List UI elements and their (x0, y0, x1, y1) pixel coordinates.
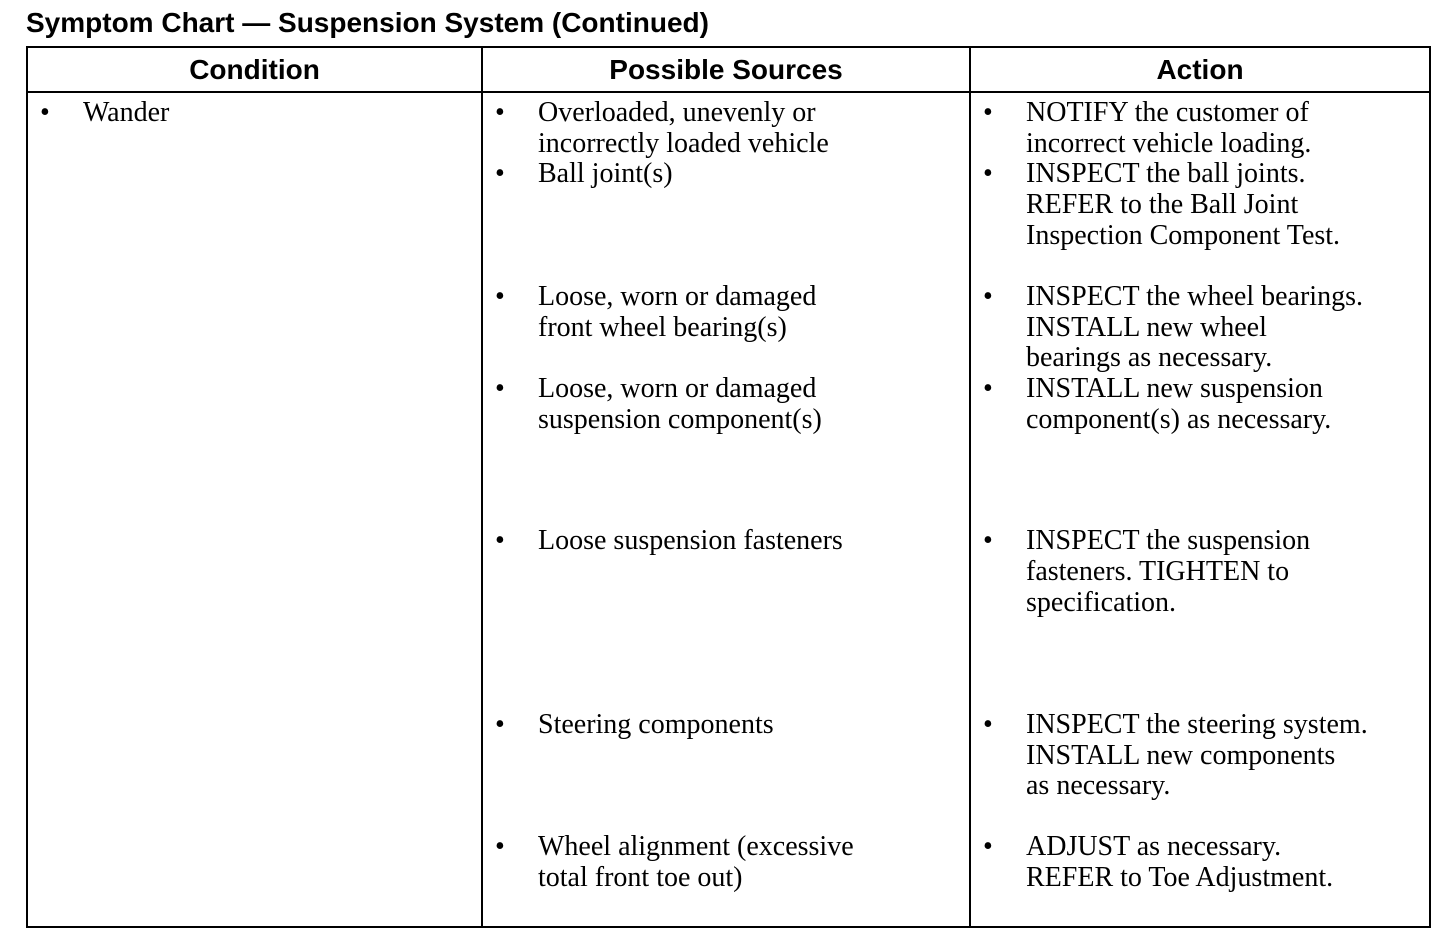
action-line: fasteners. TIGHTEN to (1026, 556, 1290, 587)
bullet-marker: • (495, 97, 505, 128)
bullet-marker: • (495, 525, 505, 556)
action-line: INSTALL new suspension (1026, 373, 1323, 404)
column-header-action: Action (1156, 54, 1244, 85)
action-line: REFER to the Ball Joint (1026, 189, 1299, 220)
column-header-condition: Condition (189, 54, 320, 85)
source-line: Loose, worn or damaged (538, 281, 817, 312)
action-line: incorrect vehicle loading. (1026, 128, 1312, 159)
bullet-marker: • (983, 281, 993, 312)
action-line: as necessary. (1026, 770, 1171, 801)
action-line: INSPECT the steering system. (1026, 709, 1368, 740)
bullet-marker: • (983, 709, 993, 740)
action-line: INSPECT the suspension (1026, 525, 1311, 556)
bullet-marker: • (495, 158, 505, 189)
action-line: REFER to Toe Adjustment. (1026, 862, 1334, 893)
source-line: Overloaded, unevenly or (538, 97, 816, 128)
action-line: INSTALL new components (1026, 740, 1336, 771)
action-line: NOTIFY the customer of (1026, 97, 1309, 128)
bullet-marker: • (495, 831, 505, 862)
source-line: suspension component(s) (538, 404, 822, 435)
source-line: Steering components (538, 709, 774, 740)
bullet-marker: • (983, 158, 993, 189)
action-line: bearings as necessary. (1026, 342, 1273, 373)
header-divider (28, 91, 1429, 93)
bullet-marker: • (983, 525, 993, 556)
source-line: Ball joint(s) (538, 158, 673, 189)
symptom-chart-table: Condition Possible Sources Action • Wand… (26, 46, 1431, 928)
action-line: component(s) as necessary. (1026, 404, 1332, 435)
column-divider (969, 48, 971, 926)
bullet-marker: • (983, 831, 993, 862)
bullet-marker: • (983, 97, 993, 128)
action-line: specification. (1026, 587, 1177, 618)
bullet-marker: • (983, 373, 993, 404)
action-line: Inspection Component Test. (1026, 220, 1341, 251)
source-line: incorrectly loaded vehicle (538, 128, 829, 159)
bullet-marker: • (40, 97, 50, 128)
action-line: INSPECT the wheel bearings. (1026, 281, 1363, 312)
source-line: front wheel bearing(s) (538, 312, 787, 343)
bullet-marker: • (495, 709, 505, 740)
column-header-possible-sources: Possible Sources (609, 54, 843, 85)
bullet-marker: • (495, 373, 505, 404)
bullet-marker: • (495, 281, 505, 312)
source-line: Wheel alignment (excessive (538, 831, 854, 862)
action-line: ADJUST as necessary. (1026, 831, 1282, 862)
source-line: Loose suspension fasteners (538, 525, 843, 556)
page-title: Symptom Chart — Suspension System (Conti… (26, 7, 709, 38)
column-divider (481, 48, 483, 926)
action-line: INSTALL new wheel (1026, 312, 1267, 343)
action-line: INSPECT the ball joints. (1026, 158, 1306, 189)
source-line: total front toe out) (538, 862, 743, 893)
condition-text: Wander (83, 97, 170, 128)
source-line: Loose, worn or damaged (538, 373, 817, 404)
